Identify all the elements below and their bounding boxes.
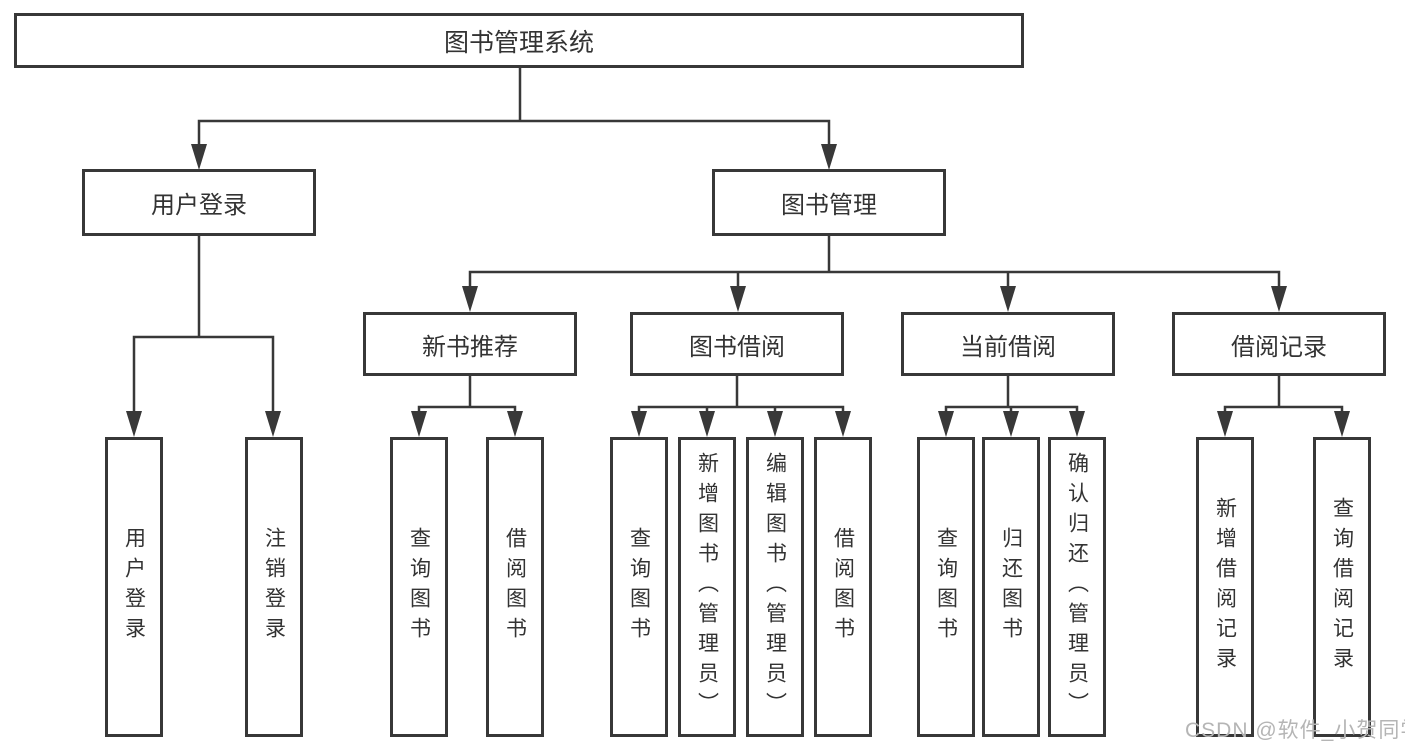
- leaf-borrow-books-recommend-label: 借阅图书: [503, 527, 527, 647]
- node-book-management: 图书管理: [712, 169, 946, 236]
- leaf-add-borrow-record: 新增借阅记录: [1196, 437, 1254, 737]
- leaf-query-borrow-record: 查询借阅记录: [1313, 437, 1371, 737]
- leaf-add-borrow-record-label: 新增借阅记录: [1213, 497, 1237, 677]
- node-root: 图书管理系统: [14, 13, 1024, 68]
- leaf-borrow-books-label: 借阅图书: [831, 527, 855, 647]
- leaf-return-books-label: 归还图书: [999, 527, 1023, 647]
- leaf-edit-books-admin: 编辑图书（管理员）: [746, 437, 804, 737]
- leaf-logout: 注销登录: [245, 437, 303, 737]
- leaf-add-books-admin: 新增图书（管理员）: [678, 437, 736, 737]
- node-borrow-records: 借阅记录: [1172, 312, 1386, 376]
- connector-new-rec: [417, 376, 517, 415]
- node-borrow-records-label: 借阅记录: [1231, 333, 1327, 361]
- node-book-borrow-label: 图书借阅: [689, 333, 785, 361]
- leaf-borrow-books-recommend: 借阅图书: [486, 437, 544, 737]
- leaf-user-login: 用户登录: [105, 437, 163, 737]
- connector-book-mgmt: [468, 236, 1281, 290]
- node-current-borrow: 当前借阅: [901, 312, 1115, 376]
- leaf-user-login-label: 用户登录: [122, 527, 146, 647]
- node-root-label: 图书管理系统: [443, 28, 594, 57]
- leaf-query-books-current: 查询图书: [917, 437, 975, 737]
- node-new-book-recommend-label: 新书推荐: [422, 333, 518, 361]
- leaf-query-books-recommend: 查询图书: [390, 437, 448, 737]
- leaf-query-books-current-label: 查询图书: [934, 527, 958, 647]
- csdn-watermark: CSDN @软件_小贺同学: [1185, 719, 1405, 742]
- leaf-query-borrow-record-label: 查询借阅记录: [1330, 497, 1354, 677]
- connector-borrow: [637, 376, 845, 415]
- leaf-query-books-recommend-label: 查询图书: [407, 527, 431, 647]
- leaf-edit-books-admin-label: 编辑图书（管理员）: [763, 452, 787, 722]
- node-user-login: 用户登录: [82, 169, 316, 236]
- leaf-confirm-return-admin-label: 确认归还（管理员）: [1065, 452, 1089, 722]
- leaf-borrow-books: 借阅图书: [814, 437, 872, 737]
- node-current-borrow-label: 当前借阅: [960, 333, 1056, 361]
- node-book-management-label: 图书管理: [781, 192, 877, 219]
- leaf-return-books: 归还图书: [982, 437, 1040, 737]
- node-book-borrow: 图书借阅: [630, 312, 844, 376]
- connector-user-login: [132, 236, 275, 415]
- leaf-confirm-return-admin: 确认归还（管理员）: [1048, 437, 1106, 737]
- connector-current: [944, 376, 1079, 415]
- leaf-query-books-borrow: 查询图书: [610, 437, 668, 737]
- node-new-book-recommend: 新书推荐: [363, 312, 577, 376]
- connector-root: [197, 67, 831, 148]
- leaf-logout-label: 注销登录: [262, 527, 286, 647]
- connector-records: [1223, 376, 1344, 415]
- arrowhead-icons: [126, 144, 1350, 437]
- leaf-query-books-borrow-label: 查询图书: [627, 527, 651, 647]
- node-user-login-label: 用户登录: [151, 192, 247, 219]
- leaf-add-books-admin-label: 新增图书（管理员）: [695, 452, 719, 722]
